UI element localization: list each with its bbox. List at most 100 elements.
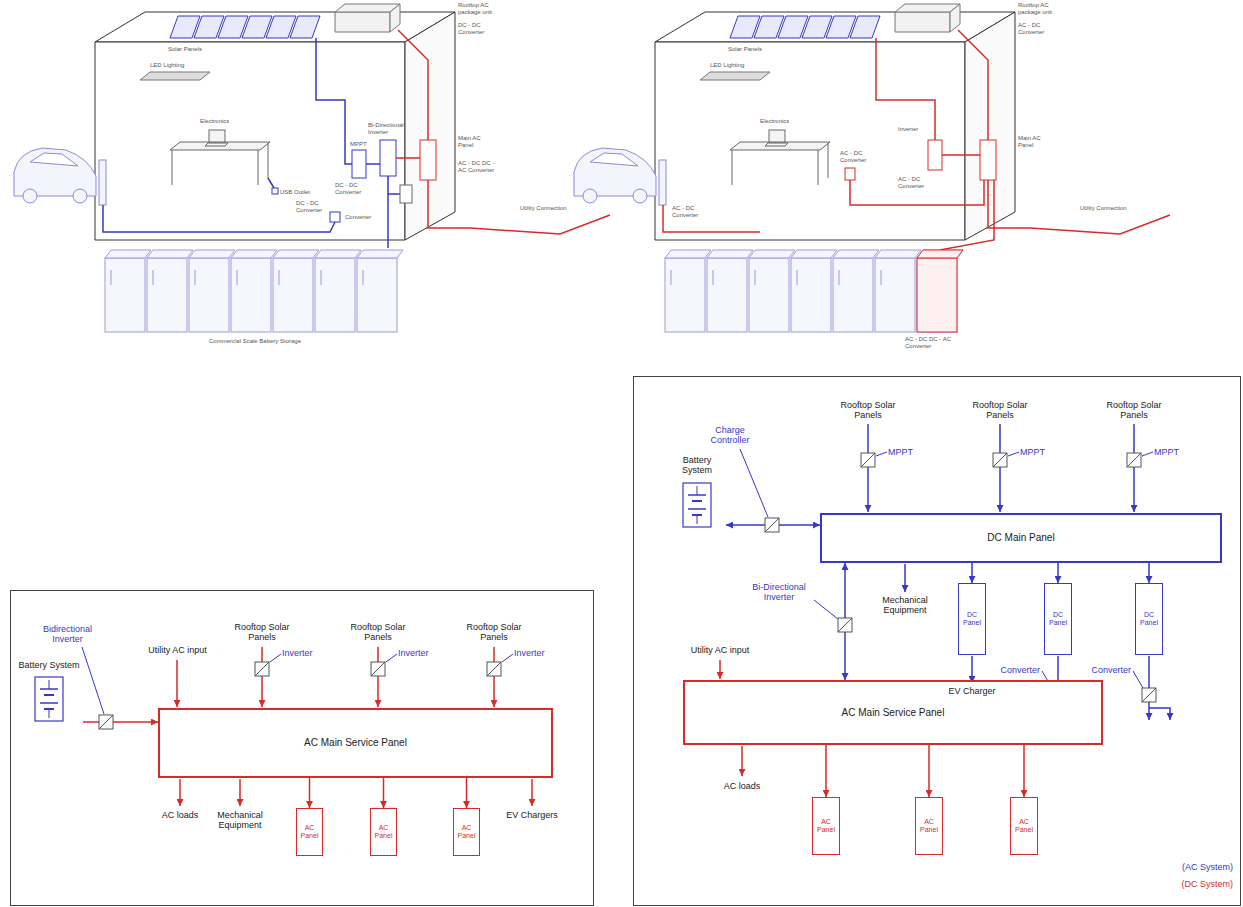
illustration-label: Solar Panels	[728, 46, 778, 53]
panel-box: AC Panel	[915, 797, 943, 855]
diagram-label: AC loads	[150, 810, 210, 820]
leader-line	[740, 449, 768, 517]
leader-line	[82, 647, 104, 714]
battery-symbol	[49, 709, 50, 718]
frame	[11, 591, 594, 906]
building-illustration	[14, 4, 455, 332]
illustration-label: Inverter	[898, 126, 928, 133]
converter-symbol	[255, 662, 269, 676]
diagram-label: Utility AC input	[675, 645, 765, 655]
diagram-label: EV Chargers	[497, 810, 567, 820]
panel-box: AC Panel	[453, 808, 480, 856]
leader-line	[1133, 671, 1143, 688]
diagram-label: Rooftop Solar Panels	[964, 400, 1036, 421]
dc-wiring	[366, 163, 380, 165]
building-illustration	[574, 4, 1015, 332]
illustration-label: Commercial Scale Battery Storage	[150, 338, 360, 345]
illustration-label: Electronics	[200, 118, 250, 125]
callout-label: MPPT	[1154, 447, 1194, 457]
battery-symbol	[44, 694, 54, 696]
flow-arrow	[999, 424, 1001, 512]
ac-wiring	[420, 140, 436, 180]
panel-label: AC Panel	[371, 824, 396, 840]
legend-text: (AC System)	[1100, 862, 1233, 872]
panel-label: DC Panel	[1136, 611, 1162, 627]
panel-label: AC Panel	[454, 824, 479, 840]
callout-label: Bidirectional Inverter	[30, 624, 105, 645]
illustration-label: Converter	[345, 214, 385, 221]
callout-label: Bi-Directional Inverter	[740, 582, 818, 603]
converter-symbol	[487, 662, 501, 676]
panel-label: AC Main Service Panel	[842, 707, 945, 719]
illustration-label: LED Lighting	[710, 62, 770, 69]
diagram-label: Rooftop Solar Panels	[832, 400, 904, 421]
illustration-label: USB Outlet	[280, 189, 320, 196]
ac-wiring	[400, 185, 412, 203]
flow-arrow	[1149, 708, 1170, 720]
converter-symbol	[99, 715, 113, 729]
battery-label: Battery System	[668, 455, 726, 476]
converter-symbol	[1142, 688, 1156, 702]
main-panel-box: DC Main Panel	[820, 513, 1222, 563]
flow-arrow	[719, 660, 721, 679]
illustration-label: Main AC Panel	[1018, 135, 1052, 149]
connector	[1148, 563, 1150, 583]
panel-label: AC Panel	[813, 818, 839, 834]
dc-wiring	[388, 176, 400, 194]
flow-arrow	[493, 647, 495, 707]
panel-box: DC Panel	[958, 583, 986, 655]
leader-line	[876, 452, 887, 456]
connector	[1057, 563, 1059, 583]
connector	[971, 563, 973, 583]
battery-symbol	[35, 677, 63, 721]
flow-arrow	[531, 779, 533, 806]
leader-line	[386, 654, 397, 662]
diagram-label: Rooftop Solar Panels	[458, 622, 530, 643]
converter-symbol	[838, 618, 852, 632]
main-panel-box: AC Main Service Panel	[158, 708, 553, 778]
leader-line	[814, 600, 838, 619]
dc-wiring	[387, 194, 389, 248]
diagram-label: AC loads	[712, 781, 772, 791]
diagram-label: EV Charger	[940, 686, 1004, 696]
battery-symbol	[49, 680, 50, 689]
diagram-label: Rooftop Solar Panels	[1098, 400, 1170, 421]
converter-symbol	[993, 453, 1007, 467]
illustration-label: Rooftop AC package unit	[1018, 2, 1066, 16]
ac-wiring	[940, 180, 994, 250]
illustration-label: AC - DC DC - AC Converter	[458, 160, 500, 174]
illustration-label: AC - DC Converter	[672, 205, 712, 219]
battery-symbol	[697, 486, 698, 495]
ac-wiring	[428, 180, 610, 234]
connector	[928, 745, 930, 797]
battery-symbol	[692, 500, 702, 502]
converter-symbol	[861, 453, 875, 467]
ac-wiring	[988, 180, 1170, 234]
main-panel-box: AC Main Service Panel	[683, 680, 1103, 745]
illustration-label: Utility Connection	[520, 205, 590, 212]
connector	[83, 721, 158, 723]
illustration-label: DC - DC Converter	[458, 22, 502, 36]
panel-label: AC Panel	[297, 824, 322, 840]
dc-wiring	[268, 178, 274, 188]
flow-arrow	[176, 660, 178, 707]
diagram-label: Utility AC input	[130, 645, 225, 655]
flow-arrow	[867, 424, 869, 512]
panel-label: DC Panel	[1045, 611, 1071, 627]
battery-symbol	[682, 482, 712, 528]
illustration-label: DC - DC Converter	[335, 182, 365, 196]
flow-arrow	[239, 779, 241, 806]
leader-line	[270, 654, 281, 662]
panel-box: DC Panel	[1044, 583, 1072, 655]
panel-box: AC Panel	[370, 808, 397, 856]
ac-wiring	[917, 250, 963, 258]
illustration-label: MPPT	[350, 141, 380, 148]
callout-label: Inverter	[514, 648, 564, 658]
converter-symbol	[1127, 453, 1141, 467]
battery-symbol	[40, 703, 58, 705]
ac-wiring	[942, 154, 980, 156]
ac-wiring	[917, 258, 957, 332]
ac-wiring	[958, 30, 988, 140]
connector	[1023, 745, 1025, 797]
